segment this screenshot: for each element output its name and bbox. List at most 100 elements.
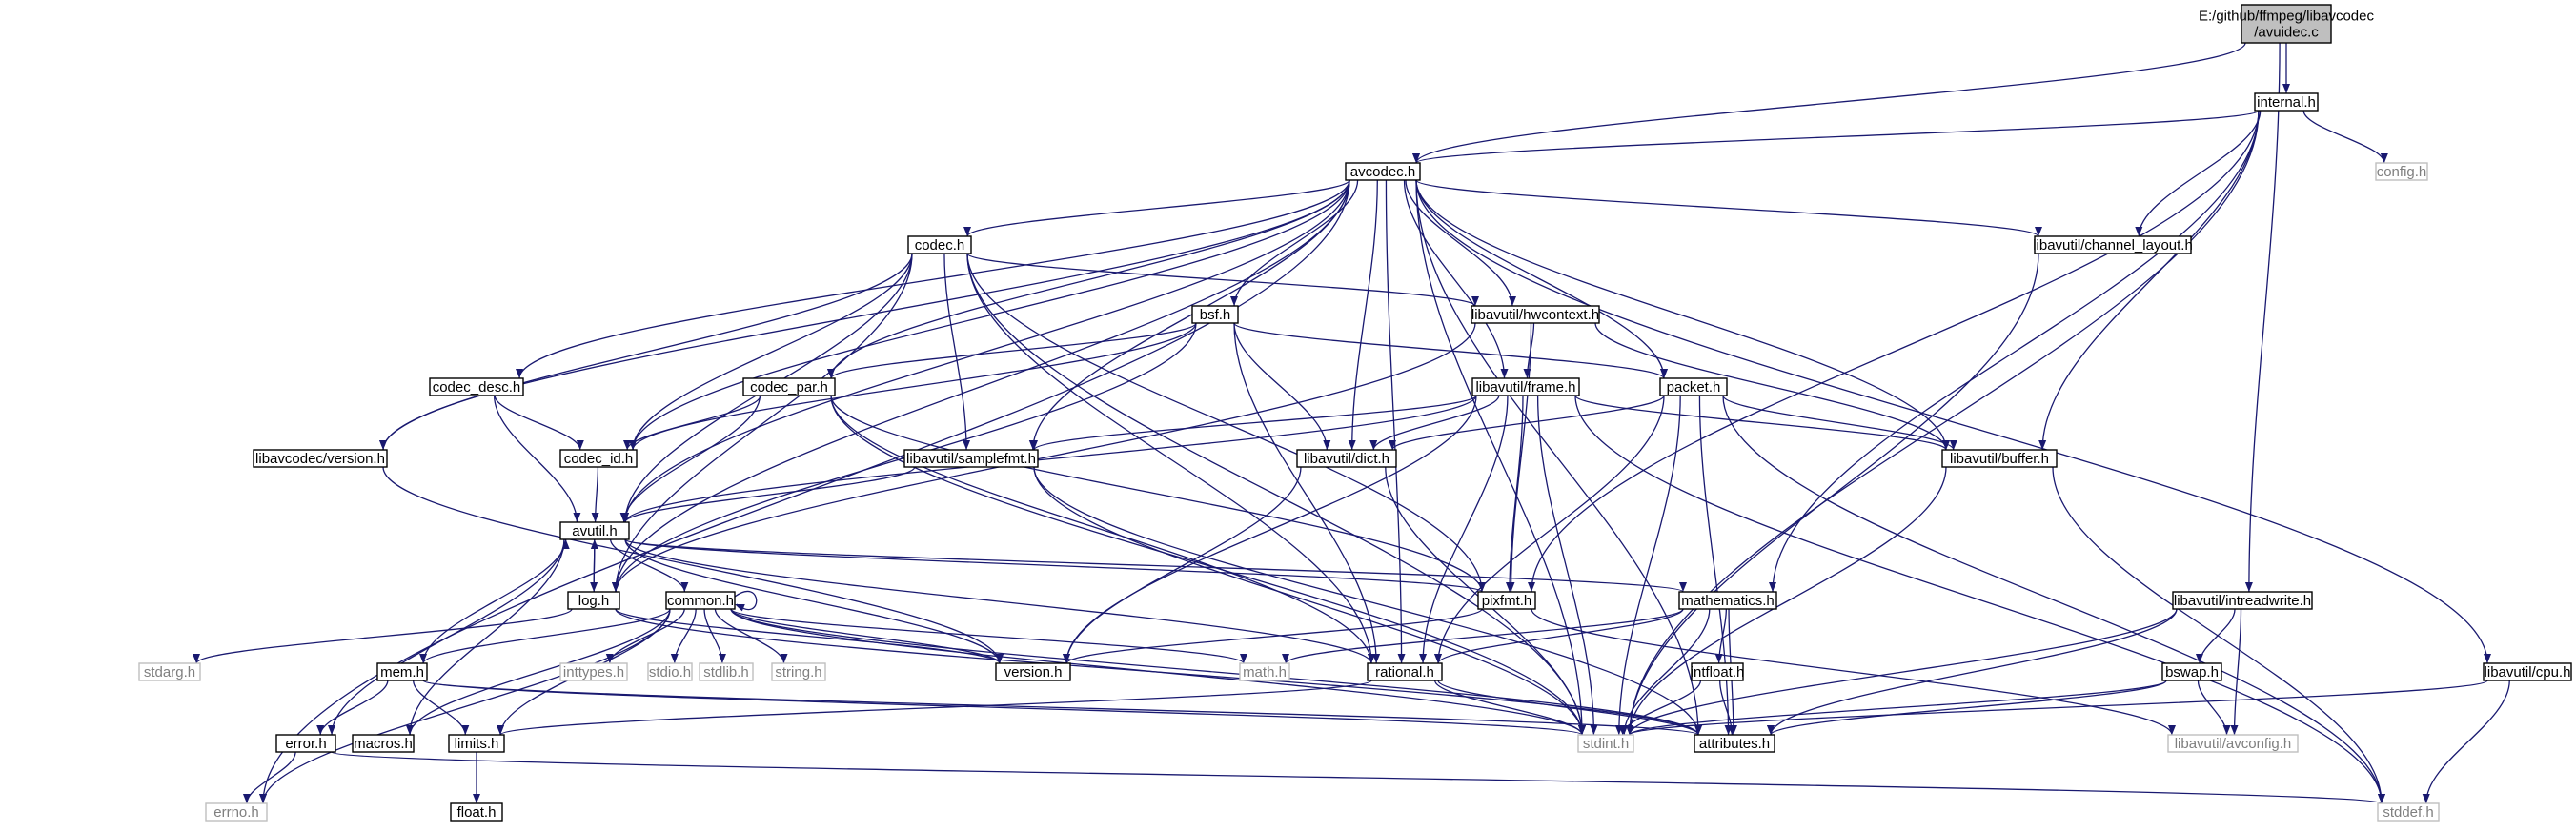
node-stddef-h: stddef.h bbox=[2377, 802, 2440, 822]
edge-intfloat-to-stdint bbox=[1621, 680, 1702, 736]
node-codec-desc-h[interactable]: codec_desc.h bbox=[429, 377, 524, 396]
node-box bbox=[1941, 449, 2058, 468]
edge-codec-to-hwcontext bbox=[966, 253, 1476, 307]
node-log-h[interactable]: log.h bbox=[567, 591, 620, 610]
arrowhead-internal-to-avcodec bbox=[1412, 153, 1420, 163]
node-libavutil-buffer-h[interactable]: libavutil/buffer.h bbox=[1941, 449, 2058, 468]
arrowhead-root-to-internal bbox=[2282, 84, 2290, 93]
node-error-h[interactable]: error.h bbox=[275, 734, 336, 753]
arrowhead-root-to-intreadwrite bbox=[2244, 582, 2253, 592]
node-bsf-h[interactable]: bsf.h bbox=[1191, 305, 1239, 324]
node-label: mathematics.h bbox=[1681, 593, 1775, 609]
arrowhead-mathematics-to-intfloat bbox=[1714, 654, 1723, 663]
edge-intreadwrite-to-avconfig bbox=[2233, 608, 2242, 736]
node-libavutil-frame-h[interactable]: libavutil/frame.h bbox=[1471, 377, 1580, 396]
arrowhead-frame-to-pixfmt bbox=[1506, 582, 1513, 592]
node-intfloat-h[interactable]: intfloat.h bbox=[1691, 662, 1745, 681]
node-mem-h[interactable]: mem.h bbox=[376, 662, 428, 681]
node-libavutil-avconfig-h: libavutil/avconfig.h bbox=[2167, 734, 2299, 753]
edge-avcodec-to-codec_desc bbox=[518, 179, 1350, 379]
node-libavutil-cpu-h[interactable]: libavutil/cpu.h bbox=[2483, 662, 2572, 681]
arrowhead-samplefmt-to-avutil bbox=[621, 513, 629, 522]
node-box bbox=[2167, 734, 2299, 753]
node-label: stdio.h bbox=[649, 664, 691, 680]
arrowhead-hwcontext-to-log bbox=[612, 582, 619, 592]
edge-layer bbox=[193, 42, 2510, 804]
node-avutil-h[interactable]: avutil.h bbox=[559, 521, 630, 540]
node-label: packet.h bbox=[1667, 379, 1721, 396]
node-box bbox=[903, 449, 1039, 468]
arrowhead-log-to-stdarg bbox=[193, 654, 200, 663]
edge-samplefmt-to-avutil bbox=[624, 466, 916, 523]
edge-avcodec-to-buffer bbox=[1415, 179, 1947, 451]
edge-avutil-to-mathematics bbox=[624, 538, 1684, 593]
node-common-h[interactable]: common.h bbox=[665, 591, 736, 610]
arrowhead-bsf-to-codec_par bbox=[827, 369, 835, 378]
node-attributes-h[interactable]: attributes.h bbox=[1694, 734, 1775, 753]
node-avcodec-h[interactable]: avcodec.h bbox=[1345, 162, 1421, 181]
node-e-github-ffmpeg-libavcodec-avuidec-c[interactable]: E:/github/ffmpeg/libavcodec/avuidec.c bbox=[2199, 4, 2375, 44]
node-label: /avuidec.c bbox=[2254, 24, 2319, 40]
edge-cpu-to-stddef bbox=[2425, 680, 2510, 804]
node-label: libavutil/intreadwrite.h bbox=[2174, 593, 2311, 609]
node-codec-id-h[interactable]: codec_id.h bbox=[559, 449, 638, 468]
node-float-h[interactable]: float.h bbox=[450, 802, 503, 822]
node-internal-h[interactable]: internal.h bbox=[2254, 92, 2319, 112]
arrowhead-error-to-errno bbox=[242, 794, 251, 803]
node-label: libavutil/dict.h bbox=[1304, 451, 1389, 467]
node-box bbox=[352, 734, 415, 753]
arrowhead-common-to-stdlib bbox=[718, 654, 726, 663]
arrowhead-mem-to-avutil bbox=[561, 539, 570, 549]
arrowhead-common-to-math bbox=[1240, 654, 1247, 663]
edge-chlayout-to-stdint bbox=[1629, 253, 2039, 736]
node-libavutil-hwcontext-h[interactable]: libavutil/hwcontext.h bbox=[1471, 305, 1600, 324]
node-label: inttypes.h bbox=[563, 664, 624, 680]
arrowhead-common-to-macros bbox=[406, 725, 414, 735]
node-layer: E:/github/ffmpeg/libavcodec/avuidec.c int… bbox=[138, 4, 2572, 822]
edge-buffer-to-stdint bbox=[1629, 466, 1947, 736]
node-codec-h[interactable]: codec.h bbox=[907, 235, 972, 254]
arrowhead-common-to-version bbox=[996, 654, 1004, 663]
node-libavutil-dict-h[interactable]: libavutil/dict.h bbox=[1296, 449, 1397, 468]
node-mathematics-h[interactable]: mathematics.h bbox=[1678, 591, 1777, 610]
arrowhead-intreadwrite-to-avconfig bbox=[2230, 725, 2239, 735]
node-libavutil-samplefmt-h[interactable]: libavutil/samplefmt.h bbox=[903, 449, 1039, 468]
edge-avcodec-to-dict bbox=[1351, 179, 1378, 451]
node-label: internal.h bbox=[2257, 94, 2316, 111]
edge-cpu-to-stdint bbox=[1629, 680, 2488, 736]
node-packet-h[interactable]: packet.h bbox=[1659, 377, 1728, 396]
arrowhead-avcodec-to-hwcontext bbox=[1509, 296, 1516, 306]
node-box bbox=[1694, 734, 1775, 753]
edge-avcodec-to-avutil bbox=[624, 179, 1350, 523]
node-codec-par-h[interactable]: codec_par.h bbox=[742, 377, 836, 396]
node-label: common.h bbox=[667, 593, 734, 609]
node-box bbox=[742, 377, 836, 396]
node-libavutil-channel-layout-h[interactable]: libavutil/channel_layout.h bbox=[2033, 235, 2193, 254]
node-macros-h[interactable]: macros.h bbox=[352, 734, 415, 753]
node-label: math.h bbox=[1243, 664, 1287, 680]
edge-codec_par-to-rational bbox=[830, 395, 1372, 664]
edge-bswap-to-stdint bbox=[1629, 680, 2167, 736]
node-label: libavutil/avconfig.h bbox=[2175, 736, 2292, 752]
arrowhead-pixfmt-to-avconfig bbox=[2168, 725, 2176, 735]
node-pixfmt-h[interactable]: pixfmt.h bbox=[1477, 591, 1536, 610]
node-rational-h[interactable]: rational.h bbox=[1367, 662, 1443, 681]
arrowhead-internal-to-mathematics bbox=[1769, 582, 1776, 592]
edge-lav_version-to-version bbox=[382, 466, 1001, 664]
edge-common-to-math bbox=[730, 608, 1245, 664]
node-label: float.h bbox=[457, 804, 497, 821]
node-bswap-h[interactable]: bswap.h bbox=[2161, 662, 2222, 681]
edge-internal-to-buffer bbox=[2041, 110, 2260, 451]
node-label: codec.h bbox=[915, 237, 965, 254]
arrowhead-cpu-to-stdint bbox=[1626, 725, 1633, 735]
node-label: libavutil/samplefmt.h bbox=[906, 451, 1036, 467]
arrowhead-avcodec-to-cpu bbox=[2484, 654, 2491, 663]
node-label: config.h bbox=[2377, 164, 2427, 180]
arrowhead-error-to-stddef bbox=[2378, 794, 2385, 803]
node-version-h[interactable]: version.h bbox=[995, 662, 1071, 681]
edge-avutil-to-common bbox=[610, 538, 685, 593]
node-libavcodec-version-h[interactable]: libavcodec/version.h bbox=[253, 449, 388, 468]
node-libavutil-intreadwrite-h[interactable]: libavutil/intreadwrite.h bbox=[2172, 591, 2313, 610]
node-limits-h[interactable]: limits.h bbox=[448, 734, 505, 753]
node-stdio-h: stdio.h bbox=[647, 662, 693, 681]
